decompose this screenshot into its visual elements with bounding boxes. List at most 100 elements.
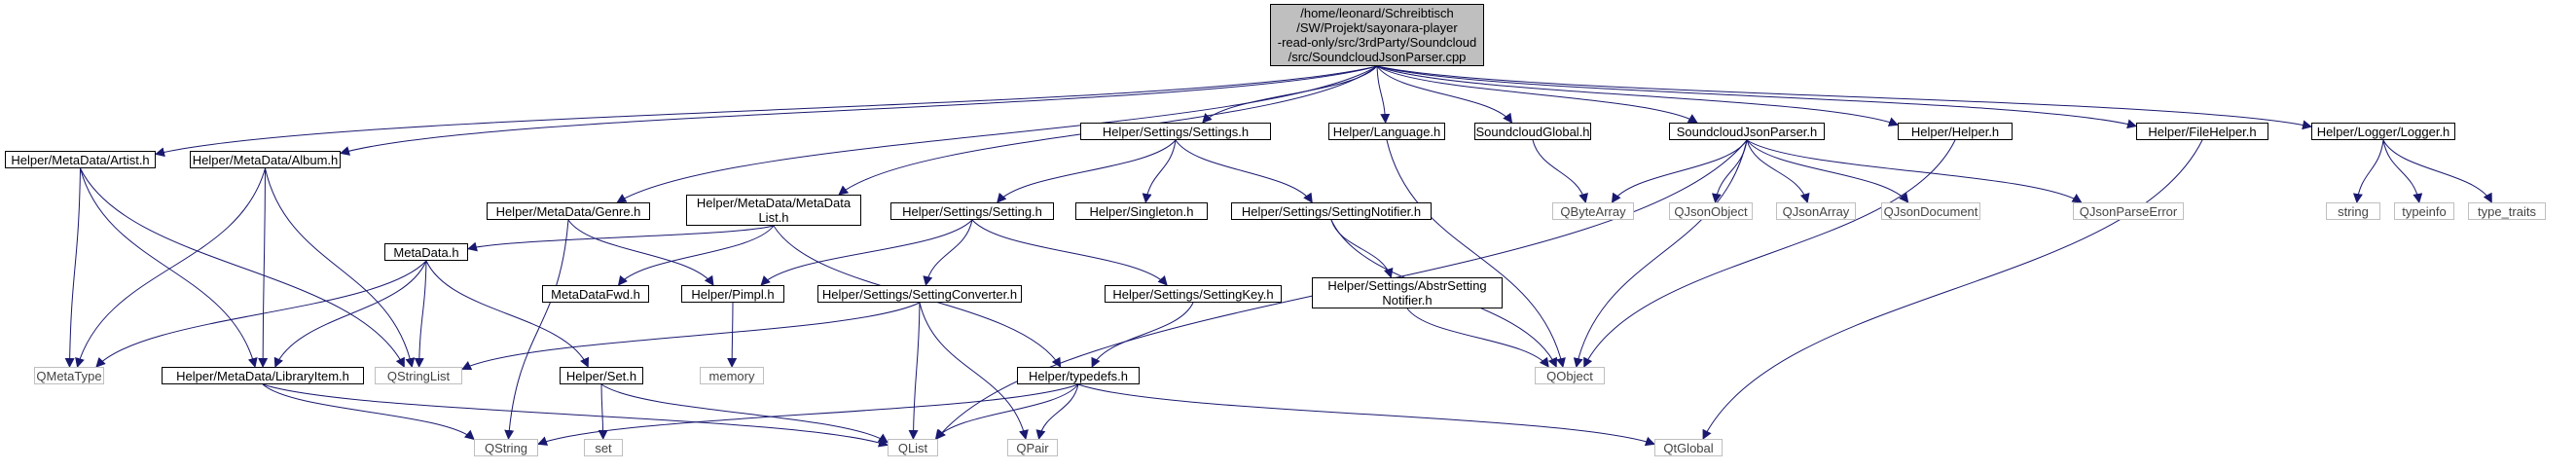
node-genre-h: Helper/MetaData/Genre.h xyxy=(487,202,650,220)
edge-abstrsettingnotifier-h-to-qobject xyxy=(1406,308,1549,368)
node-label-line: QPair xyxy=(1016,440,1049,455)
node-settingkey-h: Helper/Settings/SettingKey.h xyxy=(1105,285,1282,303)
edge-settingkey-h-to-typedefs-h xyxy=(1091,302,1194,368)
node-label: MetaDataFwd.h xyxy=(551,287,640,302)
node-label-line: Helper/typedefs.h xyxy=(1029,368,1128,383)
node-qlist: QList xyxy=(888,439,938,456)
node-settingnotifier-h: Helper/Settings/SettingNotifier.h xyxy=(1231,202,1432,220)
node-label: /home/leonard/Schreibtisch/SW/Projekt/sa… xyxy=(1278,6,1477,64)
node-settings-h: Helper/Settings/Settings.h xyxy=(1080,123,1271,140)
edge-root-to-album-h xyxy=(340,65,1378,156)
edge-soundcloudjsonparser-h-to-qjsonarray xyxy=(1746,139,1810,203)
node-helper-h: Helper/Helper.h xyxy=(1898,123,2013,140)
edge-language-h-to-qobject xyxy=(1386,139,1566,368)
edge-metadata-h-to-set-h xyxy=(425,260,590,368)
node-label: Helper/Logger/Logger.h xyxy=(2317,125,2450,139)
edge-setting-h-to-pimpl-h xyxy=(760,219,973,286)
edge-genre-h-to-qstring xyxy=(504,219,569,440)
edge-root-to-logger-h xyxy=(1376,65,2312,130)
node-label: Helper/Singleton.h xyxy=(1090,204,1194,219)
node-label-line: Helper/Singleton.h xyxy=(1089,203,1194,219)
edge-root-to-helper-h xyxy=(1376,65,1899,127)
edge-soundcloudjsonparser-h-to-qjsondocument xyxy=(1746,139,1909,203)
node-label: Helper/Settings/SettingConverter.h xyxy=(822,287,1017,302)
edge-soundcloudjsonparser-h-to-qjsonparseerror xyxy=(1746,139,2083,203)
node-label: Helper/Settings/SettingNotifier.h xyxy=(1242,204,1421,219)
edge-root-to-soundcloudglobal-h xyxy=(1376,65,1513,124)
node-type-traits: type_traits xyxy=(2468,202,2546,220)
edge-album-h-to-qstringlist xyxy=(265,167,416,368)
node-qjsonparseerror: QJsonParseError xyxy=(2073,202,2184,220)
node-label: Helper/typedefs.h xyxy=(1029,369,1128,383)
node-label: Helper/Language.h xyxy=(1333,125,1441,139)
edge-root-to-settings-h xyxy=(1202,65,1378,124)
edge-settings-h-to-setting-h xyxy=(997,139,1177,203)
node-label: Helper/Settings/SettingKey.h xyxy=(1112,287,1273,302)
edge-album-h-to-qmetatype xyxy=(75,167,266,368)
edge-filehelper-h-to-qtglobal xyxy=(1702,139,2203,440)
node-metadatafwd-h: MetaDataFwd.h xyxy=(542,285,649,303)
node-label: QByteArray xyxy=(1560,204,1625,219)
node-label: Helper/Settings/Setting.h xyxy=(902,204,1042,219)
node-metadata-h: MetaData.h xyxy=(384,243,468,261)
edge-soundcloudjsonparser-h-to-qobject xyxy=(1573,139,1748,368)
node-qstring: QString xyxy=(474,439,538,456)
node-singleton-h: Helper/Singleton.h xyxy=(1075,202,1208,220)
node-label: QJsonArray xyxy=(1783,204,1850,219)
edge-artist-h-to-libraryitem-h xyxy=(80,167,258,368)
node-label-line: Helper/MetaData/Album.h xyxy=(192,152,339,167)
dependency-edges xyxy=(64,65,2492,448)
node-label: QJsonDocument xyxy=(1884,204,1978,219)
edge-setting-h-to-settingconverter-h xyxy=(923,219,973,286)
edge-logger-h-to-typeinfo xyxy=(2382,139,2423,203)
node-typeinfo: typeinfo xyxy=(2394,202,2454,220)
node-label: Helper/MetaData/Artist.h xyxy=(11,153,149,167)
node-album-h: Helper/MetaData/Album.h xyxy=(190,151,341,168)
node-label-line: QJsonParseError xyxy=(2079,203,2178,219)
node-label: Helper/MetaData/Album.h xyxy=(193,153,339,167)
node-label-line: QJsonObject xyxy=(1674,203,1748,219)
node-label-line: QList xyxy=(897,440,928,455)
node-label: QJsonObject xyxy=(1674,204,1747,219)
node-label: Helper/Helper.h xyxy=(1911,125,1999,139)
node-label-line: /SW/Projekt/sayonara-player xyxy=(1296,20,1458,35)
edge-root-to-artist-h xyxy=(155,65,1378,158)
node-memory: memory xyxy=(700,367,764,384)
node-label-line: QJsonDocument xyxy=(1883,203,1978,219)
edge-root-to-filehelper-h xyxy=(1376,65,2137,129)
edge-artist-h-to-qmetatype xyxy=(64,167,81,368)
edge-typedefs-h-to-qtglobal xyxy=(1077,383,1655,447)
node-settingconverter-h: Helper/Settings/SettingConverter.h xyxy=(817,285,1022,303)
node-label-line: SoundcloudJsonParser.h xyxy=(1676,124,1818,139)
node-typedefs-h: Helper/typedefs.h xyxy=(1017,367,1140,384)
node-string: string xyxy=(2326,202,2380,220)
edge-artist-h-to-qstringlist xyxy=(80,167,405,368)
node-setting-h: Helper/Settings/Setting.h xyxy=(890,202,1054,220)
edge-typedefs-h-to-qpair xyxy=(1035,383,1079,440)
node-label: QString xyxy=(485,441,527,455)
node-label: SoundcloudGlobal.h xyxy=(1475,125,1589,139)
node-soundcloudglobal-h: SoundcloudGlobal.h xyxy=(1474,123,1591,140)
node-label-line: Helper/Helper.h xyxy=(1910,124,2000,139)
node-label: QStringList xyxy=(387,369,450,383)
node-artist-h: Helper/MetaData/Artist.h xyxy=(5,151,156,168)
node-label-line: Helper/Logger/Logger.h xyxy=(2316,124,2450,139)
node-label: type_traits xyxy=(2478,204,2536,219)
node-label-line: Helper/Settings/SettingNotifier.h xyxy=(1241,203,1422,219)
node-label: SoundcloudJsonParser.h xyxy=(1677,125,1818,139)
node-label: string xyxy=(2338,204,2369,219)
node-label: Helper/Pimpl.h xyxy=(691,287,774,302)
edge-set-h-to-qlist xyxy=(600,383,889,444)
node-libraryitem-h: Helper/MetaData/LibraryItem.h xyxy=(162,367,364,384)
node-label-line: set xyxy=(595,440,612,455)
node-language-h: Helper/Language.h xyxy=(1328,123,1445,140)
edge-logger-h-to-string xyxy=(2353,139,2384,203)
edge-settingconverter-h-to-qpair xyxy=(919,302,1029,440)
edge-root-to-soundcloudjsonparser-h xyxy=(1376,65,1698,124)
node-logger-h: Helper/Logger/Logger.h xyxy=(2311,123,2455,140)
edge-settings-h-to-singleton-h xyxy=(1142,139,1177,203)
node-label-line: QObject xyxy=(1546,368,1593,383)
